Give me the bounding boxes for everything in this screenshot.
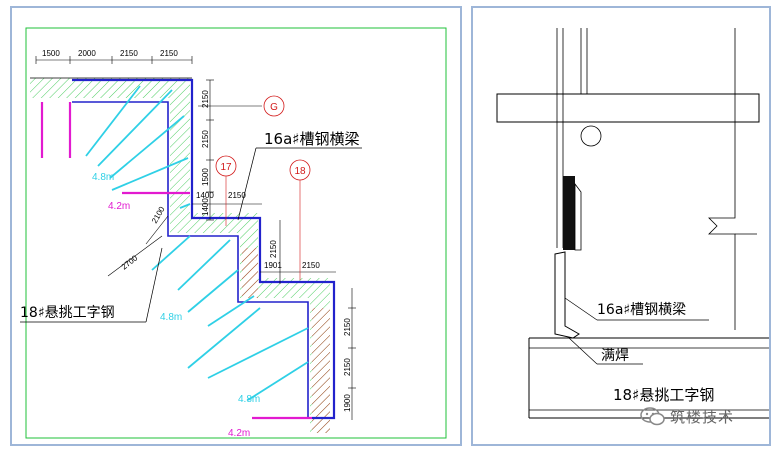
ibeam-detail-label: 18♯悬挑工字钢 — [613, 386, 714, 404]
dim-mid-2: 2150 — [228, 191, 246, 200]
building-hatch — [30, 78, 330, 433]
dim-right3-1: 2150 — [343, 318, 352, 336]
floor-slab — [496, 93, 760, 123]
section-drawing: 16a♯槽钢横梁 满焊 18♯悬挑工字钢 — [496, 28, 769, 419]
section-detail-panel: 16a♯槽钢横梁 满焊 18♯悬挑工字钢 — [471, 6, 771, 446]
dim-right-4: 1400 — [201, 198, 210, 216]
grid-label-17: 17 — [220, 162, 232, 173]
length-label-3: 4.8m — [238, 394, 260, 405]
dim-diag-2: 2700 — [120, 253, 140, 271]
dim-top-2: 2000 — [78, 49, 96, 58]
dim-right-1: 2150 — [201, 90, 210, 108]
beam-detail-label: 16a♯槽钢横梁 — [597, 302, 686, 318]
dim-diag-1: 2100 — [150, 205, 167, 225]
dim-low-2: 2150 — [302, 261, 320, 270]
channel-steel — [554, 251, 580, 339]
steel-beam-outer — [72, 78, 336, 420]
dim-right3-3: 1900 — [343, 394, 352, 412]
dim-top-1: 1500 — [42, 49, 60, 58]
plan-drawing-panel: 1500 2000 2150 2150 2150 2150 1500 1400 … — [10, 6, 462, 446]
wall-hatch-red-1 — [242, 248, 258, 298]
dim-right3-2: 2150 — [343, 358, 352, 376]
cantilever-callout-label: 18♯悬挑工字钢 — [20, 305, 115, 321]
length-label-2: 4.8m — [160, 312, 182, 323]
dim-right2-1: 2150 — [269, 240, 278, 258]
beam-callout-label: 16a♯槽钢横梁 — [264, 130, 360, 148]
drawing-border — [25, 27, 447, 439]
bolt-circle — [580, 125, 602, 147]
dim-right-3: 1500 — [201, 168, 210, 186]
short-length-label-2: 4.2m — [228, 428, 250, 439]
wall-edge — [708, 28, 736, 330]
grid-label-g: G — [270, 102, 278, 113]
wechat-icon — [640, 407, 665, 426]
grid-circle-g — [263, 95, 285, 117]
dim-top-4: 2150 — [160, 49, 178, 58]
steel-post — [563, 176, 575, 250]
dim-mid-1: 1400 — [196, 191, 214, 200]
dim-top-3: 2150 — [120, 49, 138, 58]
dimension-lines — [35, 56, 356, 420]
grid-label-18: 18 — [294, 166, 306, 177]
watermark: 筑楼技术 — [640, 404, 734, 428]
watermark-text: 筑楼技术 — [670, 407, 735, 426]
short-length-label-1: 4.2m — [108, 201, 130, 212]
dim-right-2: 2150 — [201, 130, 210, 148]
wall-hatch-red-2 — [312, 308, 330, 433]
weld-label: 满焊 — [601, 348, 629, 364]
plan-drawing: 1500 2000 2150 2150 2150 2150 1500 1400 … — [20, 27, 447, 439]
steel-beam-inner — [72, 101, 309, 418]
dim-low-1: 1901 — [264, 261, 282, 270]
length-label-1: 4.8m — [92, 172, 114, 183]
